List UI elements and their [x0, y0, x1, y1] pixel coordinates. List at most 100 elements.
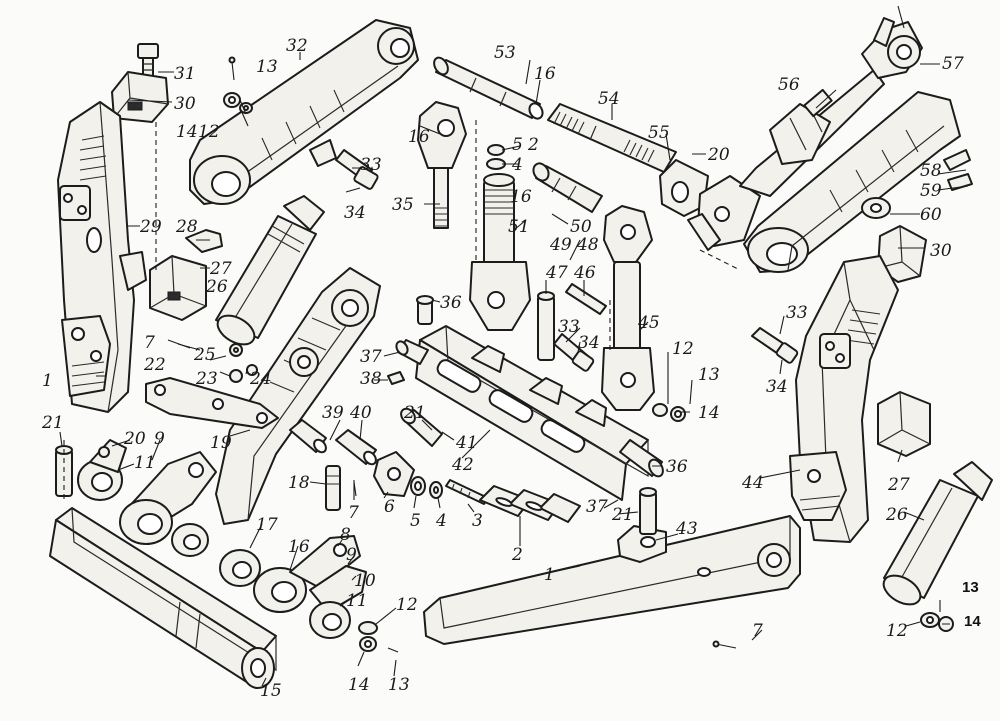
callout-32: 32	[286, 36, 308, 56]
part-38-key	[387, 371, 405, 385]
callout-12: 12	[396, 595, 418, 615]
part-16-lift-rod-top-left	[417, 101, 467, 229]
part-22-link-plate	[145, 377, 279, 429]
part-2-chain	[479, 485, 581, 523]
part-13-pin-lower	[387, 647, 399, 653]
part-40-bushing	[335, 429, 377, 466]
callout-20: 20	[123, 429, 146, 449]
part-12-washer-right	[920, 612, 940, 628]
callout-14: 14	[964, 613, 981, 630]
callout-29: 29	[139, 217, 162, 237]
part-30-clamp-block-left	[111, 71, 169, 123]
callout-49-48: 49 48	[549, 235, 599, 255]
part-47-pin	[537, 291, 555, 361]
callout-41: 41	[455, 433, 478, 453]
part-14-nut-lower	[359, 636, 377, 652]
callout-25: 25	[193, 345, 216, 365]
callout-27: 27	[209, 259, 232, 279]
callout-5: 5	[512, 135, 523, 155]
callout-4: 4	[511, 155, 523, 175]
part-59-bolt	[947, 173, 973, 191]
part-37-shaft-left	[395, 339, 429, 365]
part-60-plate	[861, 197, 891, 219]
part-20-bolt-left	[98, 446, 110, 458]
callout-34: 34	[578, 333, 600, 353]
callout-13: 13	[388, 675, 410, 695]
callout-56: 56	[778, 75, 800, 95]
callout-30: 30	[930, 241, 952, 261]
callout-21: 21	[41, 413, 64, 433]
callout-59: 59	[920, 181, 942, 201]
callout-31: 31	[174, 64, 196, 84]
callout-2: 2	[527, 135, 539, 155]
part-39-bushing	[289, 419, 327, 454]
callout-38: 38	[360, 369, 382, 389]
part-17-bushing	[219, 549, 261, 587]
part-16-eyelet-lower	[253, 535, 361, 613]
part-9-lever-left	[119, 451, 217, 557]
callout-18: 18	[288, 473, 310, 493]
part-53-shaft	[433, 56, 544, 120]
callout-12: 12	[198, 122, 220, 142]
callout-5: 5	[410, 511, 421, 531]
callout-15: 15	[260, 681, 282, 701]
part-55-coupling	[659, 159, 761, 251]
part-21-pin-left	[55, 445, 73, 497]
part-46-bolt	[565, 283, 607, 315]
part-36-bolt-top	[416, 295, 434, 325]
part-44-right-bracket	[789, 255, 899, 543]
callout-27: 27	[887, 475, 910, 495]
part-26-cylinder-left	[215, 195, 325, 346]
part-33-pin-centre	[553, 333, 595, 372]
callout-16: 16	[510, 187, 532, 207]
part-7-cotter-pin-lower	[712, 640, 737, 649]
part-29-left-bracket	[57, 101, 147, 413]
part-36-shaft-right	[619, 439, 664, 478]
callout-33: 33	[558, 317, 580, 337]
part-25-washer	[229, 343, 243, 357]
callout-46: 46	[573, 263, 596, 283]
part-27-clamp-left	[149, 255, 207, 321]
callout-12: 12	[886, 621, 908, 641]
callout-9: 9	[154, 429, 165, 449]
callout-54: 54	[598, 89, 620, 109]
callout-7: 7	[752, 621, 763, 641]
callout-16: 16	[288, 537, 310, 557]
part-28-bolt	[185, 229, 223, 253]
part-6-clevis	[373, 451, 415, 497]
part-12-washer-mid	[652, 403, 668, 417]
part-56-upper-link-rod	[739, 69, 885, 197]
callout-39: 39	[322, 403, 344, 423]
assembly-line	[63, 120, 741, 500]
part-23-nut	[229, 369, 243, 383]
part-1-lower-link	[423, 515, 801, 645]
part-18-pin	[325, 465, 341, 511]
callout-47: 47	[545, 263, 568, 283]
part-13-pin-upper	[228, 56, 236, 81]
part-54-splined-shaft	[547, 103, 677, 173]
part-right-upper-lift-arm	[743, 91, 961, 273]
callout-34: 34	[766, 377, 788, 397]
callout-8: 8	[340, 525, 351, 545]
callout-14: 14	[698, 403, 720, 423]
callout-13: 13	[256, 57, 278, 77]
callout-33: 33	[786, 303, 808, 323]
callout-26: 26	[205, 277, 228, 297]
callout-4: 4	[435, 511, 447, 531]
callout-11: 11	[134, 453, 156, 473]
callout-17: 17	[256, 515, 278, 535]
callout-37: 37	[360, 347, 382, 367]
callout-13: 13	[698, 365, 720, 385]
callout-1: 1	[42, 371, 53, 391]
callout-33: 33	[360, 155, 382, 175]
callout-labels: 31 13 30 14 12 32 53 16 54 57 56 5 2 4 1…	[41, 36, 981, 701]
callout-35: 35	[392, 195, 414, 215]
part-12-washer-lower	[358, 621, 378, 635]
part-57-turnbuckle-head	[861, 5, 923, 79]
callout-9: 9	[346, 545, 357, 565]
callout-23: 23	[195, 369, 218, 389]
part-14-nut-upper	[223, 92, 241, 108]
part-21-pin-lower-right	[639, 487, 657, 535]
